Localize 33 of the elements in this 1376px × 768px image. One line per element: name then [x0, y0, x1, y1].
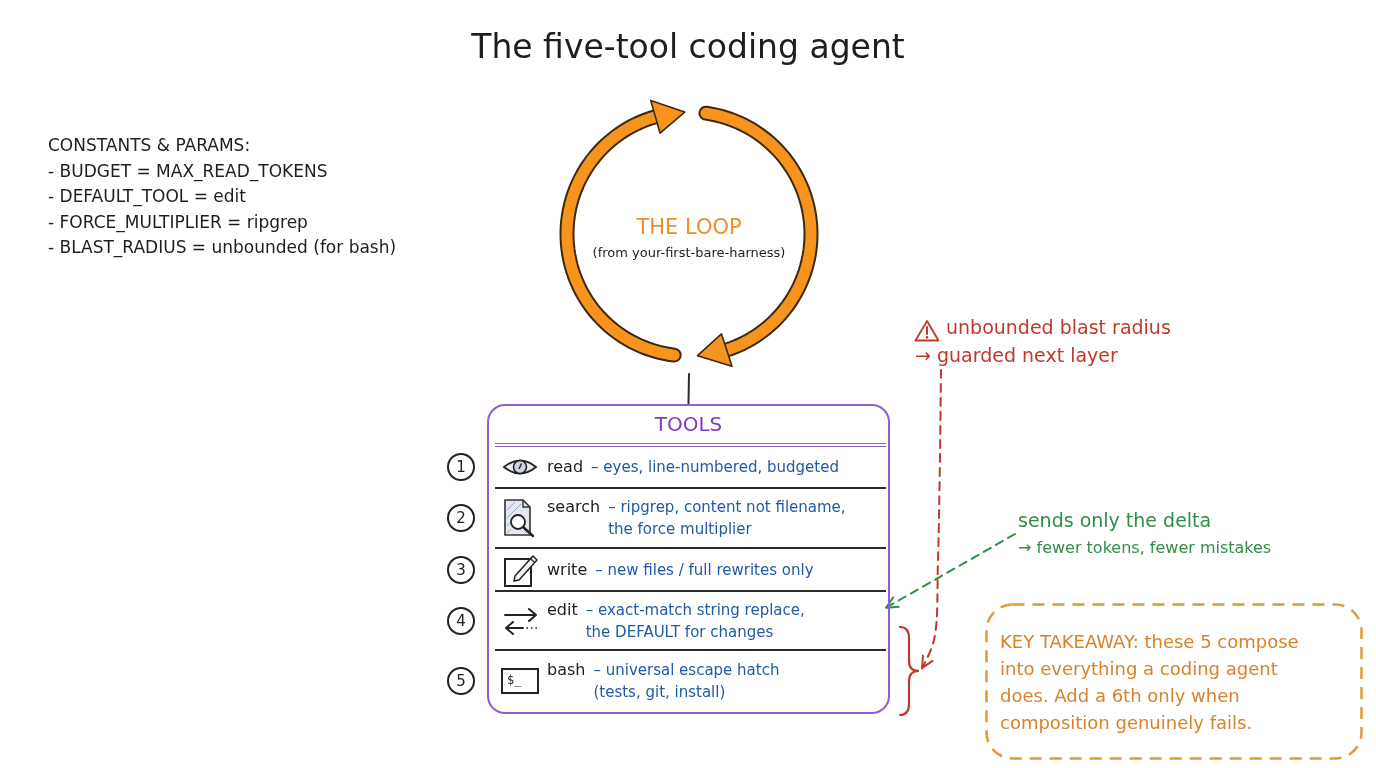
tool-name: write	[547, 558, 588, 581]
diagram-title: The five-tool coding agent	[471, 26, 905, 68]
circled-number: 2	[447, 504, 475, 532]
constants-heading: CONSTANTS & PARAMS:	[48, 134, 251, 157]
tool-description: – eyes, line-numbered, budgeted	[591, 457, 840, 478]
takeaway-text: KEY TAKEAWAY: these 5 compose into everything a coding agent does. Add a 6th only when composition genuinely fails.	[1000, 630, 1300, 735]
connector-line	[687, 373, 690, 405]
tool-name: edit	[547, 598, 578, 621]
takeaway-box	[985, 603, 1363, 760]
annotation-text: → guarded next layer	[915, 343, 1118, 368]
tool-description: – exact-match string replace, the DEFAULT for changes	[585, 599, 806, 643]
circled-number: 5	[447, 666, 475, 695]
tool-name: search	[547, 496, 601, 518]
tool-description: – new files / full rewrites only	[595, 559, 815, 581]
tool-name: bash	[547, 658, 586, 681]
constant-definition: - BUDGET = MAX_READ_TOKENS	[48, 160, 328, 183]
panel-heading: TOOLS	[654, 411, 723, 437]
constant-definition: - FORCE_MULTIPLIER = ripgrep	[48, 211, 308, 234]
dashed-leader-arrow	[885, 533, 1016, 609]
constant-definition: - BLAST_RADIUS = unbounded (for bash)	[48, 236, 397, 259]
annotation-text: → fewer tokens, fewer mistakes	[1018, 537, 1272, 559]
constant-definition: - DEFAULT_TOOL = edit	[48, 185, 246, 208]
circled-number: 3	[447, 555, 475, 584]
circled-number: 1	[447, 453, 475, 481]
curly-bracket	[896, 624, 922, 718]
annotation-text: sends only the delta	[1018, 508, 1212, 533]
circled-number: 4	[447, 606, 475, 635]
tool-name: read	[547, 456, 584, 478]
terminal-icon: $_	[501, 667, 539, 694]
dashed-leader-arrow	[921, 369, 942, 670]
annotation-text: unbounded blast radius	[946, 315, 1171, 340]
tool-description: – universal escape hatch (tests, git, install)	[593, 659, 781, 703]
tool-description: – ripgrep, content not filename, the force multiplier	[608, 497, 847, 540]
